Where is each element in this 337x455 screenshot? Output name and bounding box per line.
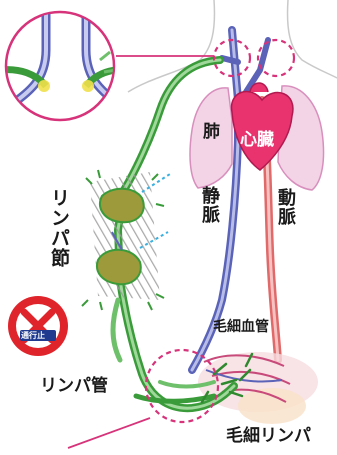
capillary-label: 毛細血管 <box>213 320 269 334</box>
lymph-vessel-label: リンパ管 <box>40 378 108 395</box>
lung-label: 肺 <box>203 124 220 141</box>
lymph-node-lower <box>97 250 141 285</box>
capillary-bed <box>198 352 318 424</box>
lymph-node-upper <box>100 189 144 222</box>
heart-label: 心臓 <box>240 132 274 149</box>
lymph-capillary-label: 毛細リンパ <box>226 428 311 445</box>
lymph-node-label: リンパ節 <box>49 188 68 268</box>
vein-branch-left <box>222 58 238 62</box>
no-entry-sign-label: 通行止 <box>21 332 45 340</box>
artery-label: 動脈 <box>276 188 294 226</box>
magnified-inset <box>0 0 130 120</box>
vein-label: 静脈 <box>200 186 218 224</box>
lymph-node-region <box>82 170 170 310</box>
no-entry-sign-icon <box>8 296 68 356</box>
